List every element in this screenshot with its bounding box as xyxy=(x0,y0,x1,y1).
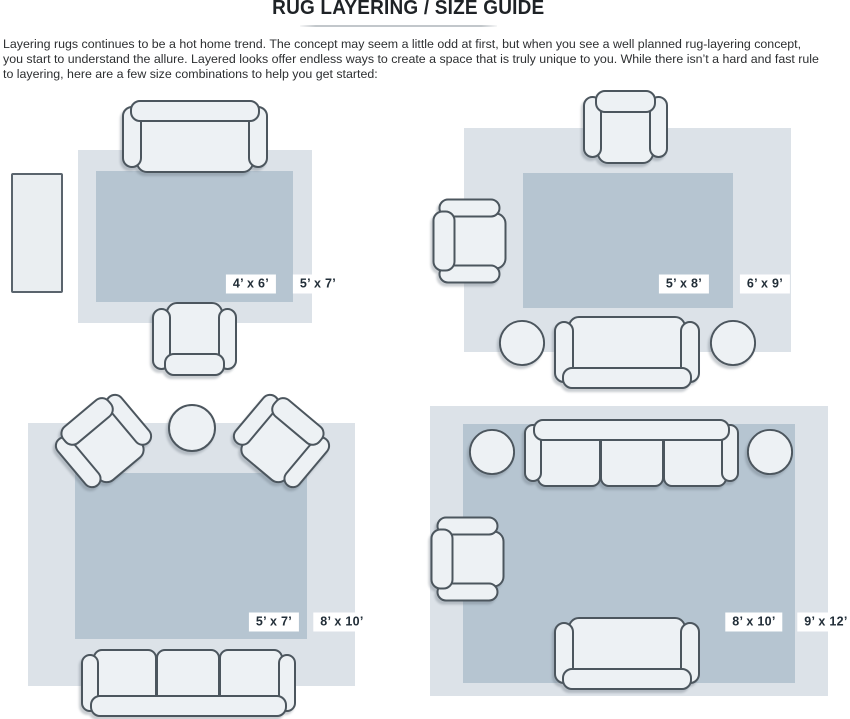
armchair-icon xyxy=(47,385,159,497)
intro-line: you start to understand the allure. Laye… xyxy=(3,52,819,67)
armchair-icon xyxy=(583,90,668,164)
inner-rug xyxy=(75,473,307,639)
sofa-icon xyxy=(524,418,739,487)
title-divider xyxy=(300,25,497,27)
outer-rug-size-label: 6’ x 9’ xyxy=(739,274,791,294)
armchair-icon xyxy=(427,198,512,284)
inner-rug-size-label: 8’ x 10’ xyxy=(725,612,783,632)
outer-rug-size-label: 9’ x 12’ xyxy=(797,612,850,632)
armchair-icon xyxy=(225,385,337,497)
inner-rug-size-label: 4’ x 6’ xyxy=(225,274,277,294)
ottoman-icon xyxy=(468,428,516,476)
ottoman-icon xyxy=(498,319,546,367)
ottoman-icon xyxy=(746,428,794,476)
armchair-icon xyxy=(425,516,510,601)
page-title: RUG LAYERING / SIZE GUIDE xyxy=(271,0,545,19)
runner-rug xyxy=(11,173,63,293)
outer-rug-size-label: 8’ x 10’ xyxy=(313,612,371,632)
intro-line: Layering rugs continues to be a hot home… xyxy=(3,37,802,51)
intro-line: to layering, here are a few size combina… xyxy=(3,67,378,82)
coffee-table-icon xyxy=(167,403,217,453)
ottoman-icon xyxy=(709,319,757,367)
sofa-icon xyxy=(81,649,296,717)
inner-rug-size-label: 5’ x 7’ xyxy=(248,612,300,632)
sofa-icon xyxy=(554,316,700,389)
sofa-icon xyxy=(121,100,268,173)
armchair-icon xyxy=(152,301,237,376)
inner-rug-size-label: 5’ x 8’ xyxy=(658,274,710,294)
sofa-icon xyxy=(553,617,700,690)
outer-rug-size-label: 5’ x 7’ xyxy=(292,274,344,294)
intro-text: Layering rugs continues to be a hot home… xyxy=(3,37,819,83)
